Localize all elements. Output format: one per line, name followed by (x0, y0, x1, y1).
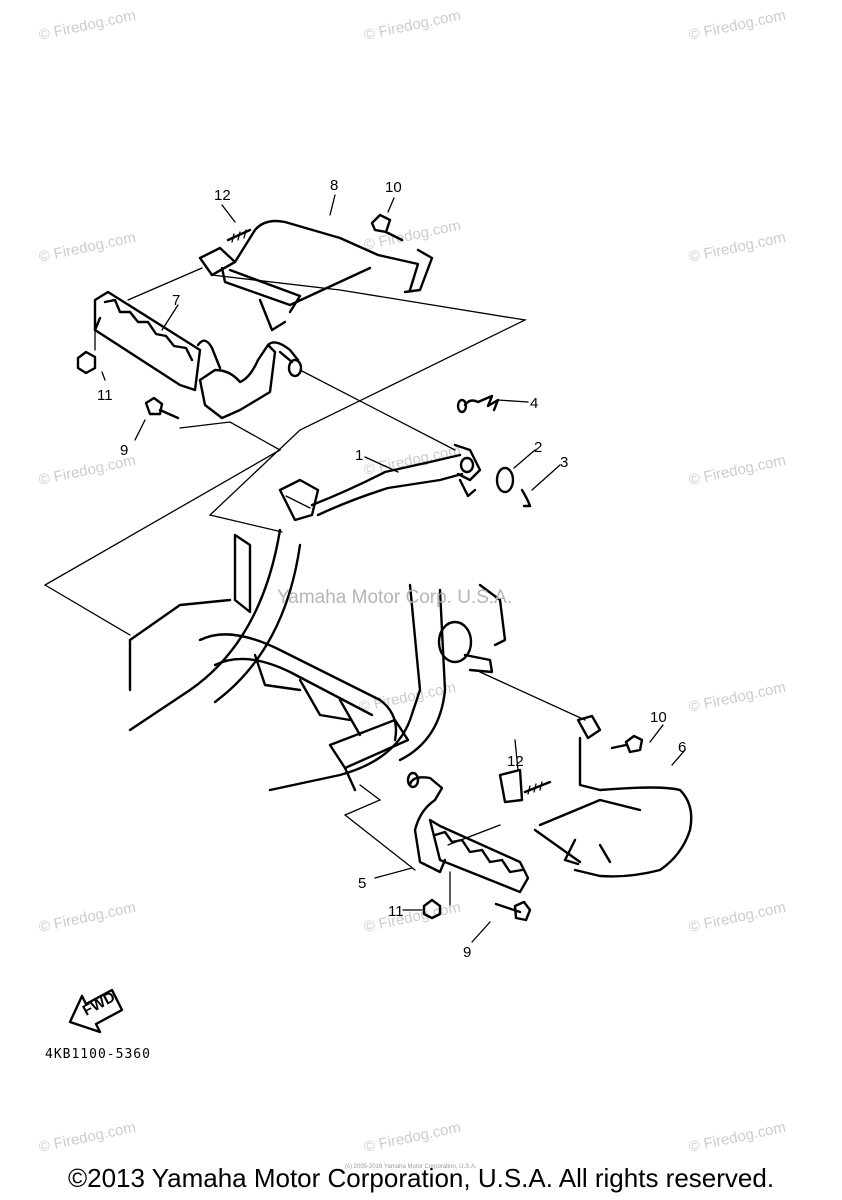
callout-8: 8 (330, 177, 338, 194)
callout-7: 7 (172, 292, 180, 309)
copyright-notice: ©2013 Yamaha Motor Corporation, U.S.A. A… (68, 1163, 774, 1193)
callout-1: 1 (355, 447, 363, 464)
callout-11-lower: 11 (388, 903, 404, 920)
fwd-arrow-icon: FWD (68, 988, 124, 1034)
watermark: © Firedog.com (687, 679, 787, 716)
watermark: © Firedog.com (687, 452, 787, 489)
watermark: © Firedog.com (362, 899, 462, 936)
watermark: © Firedog.com (37, 899, 137, 936)
watermark: © Firedog.com (362, 7, 462, 44)
footrest-bracket-lower (498, 714, 693, 878)
watermark: © Firedog.com (687, 899, 787, 936)
callout-6: 6 (678, 739, 686, 756)
watermark: © Firedog.com (37, 1119, 137, 1156)
watermark: © Firedog.com (37, 229, 137, 266)
watermark: © Firedog.com (37, 7, 137, 44)
footrest-holder-upper (196, 339, 303, 420)
watermark: © Firedog.com (362, 442, 462, 479)
guide-lines (44, 267, 586, 906)
footrest-lower (406, 771, 530, 894)
callout-4: 4 (530, 395, 538, 412)
footrest-bracket-upper (198, 219, 434, 332)
callout-10-lower: 10 (650, 709, 667, 726)
center-watermark: Yamaha Motor Corp. U.S.A. (277, 587, 512, 608)
watermark-grid: © Firedog.com © Firedog.com © Firedog.co… (37, 7, 787, 1156)
callout-12-upper: 12 (214, 187, 231, 204)
callout-2: 2 (534, 439, 542, 456)
callout-11-upper: 11 (97, 387, 113, 404)
callout-9-upper: 9 (120, 442, 128, 459)
watermark: © Firedog.com (687, 1119, 787, 1156)
watermark: © Firedog.com (362, 1119, 462, 1156)
diagram-code: 4KB1100-5360 (45, 1047, 151, 1062)
watermark: © Firedog.com (687, 7, 787, 44)
leader-lines (101, 194, 686, 943)
callout-9-lower: 9 (463, 944, 471, 961)
footrest-upper (93, 290, 202, 392)
watermark: © Firedog.com (362, 217, 462, 254)
callout-10-upper: 10 (385, 179, 402, 196)
watermark: © Firedog.com (687, 229, 787, 266)
small-parts (456, 394, 532, 508)
callout-5: 5 (358, 875, 366, 892)
callouts: 1 2 3 4 5 6 7 8 9 9 10 10 11 11 12 12 (97, 177, 686, 961)
bolts (76, 213, 644, 922)
fine-print: (c) 2005-2016 Yamaha Motor Corporation, … (345, 1164, 477, 1170)
brake-pedal (278, 443, 482, 522)
callout-3: 3 (560, 454, 568, 471)
callout-12-lower: 12 (507, 753, 524, 770)
frame (128, 528, 507, 792)
